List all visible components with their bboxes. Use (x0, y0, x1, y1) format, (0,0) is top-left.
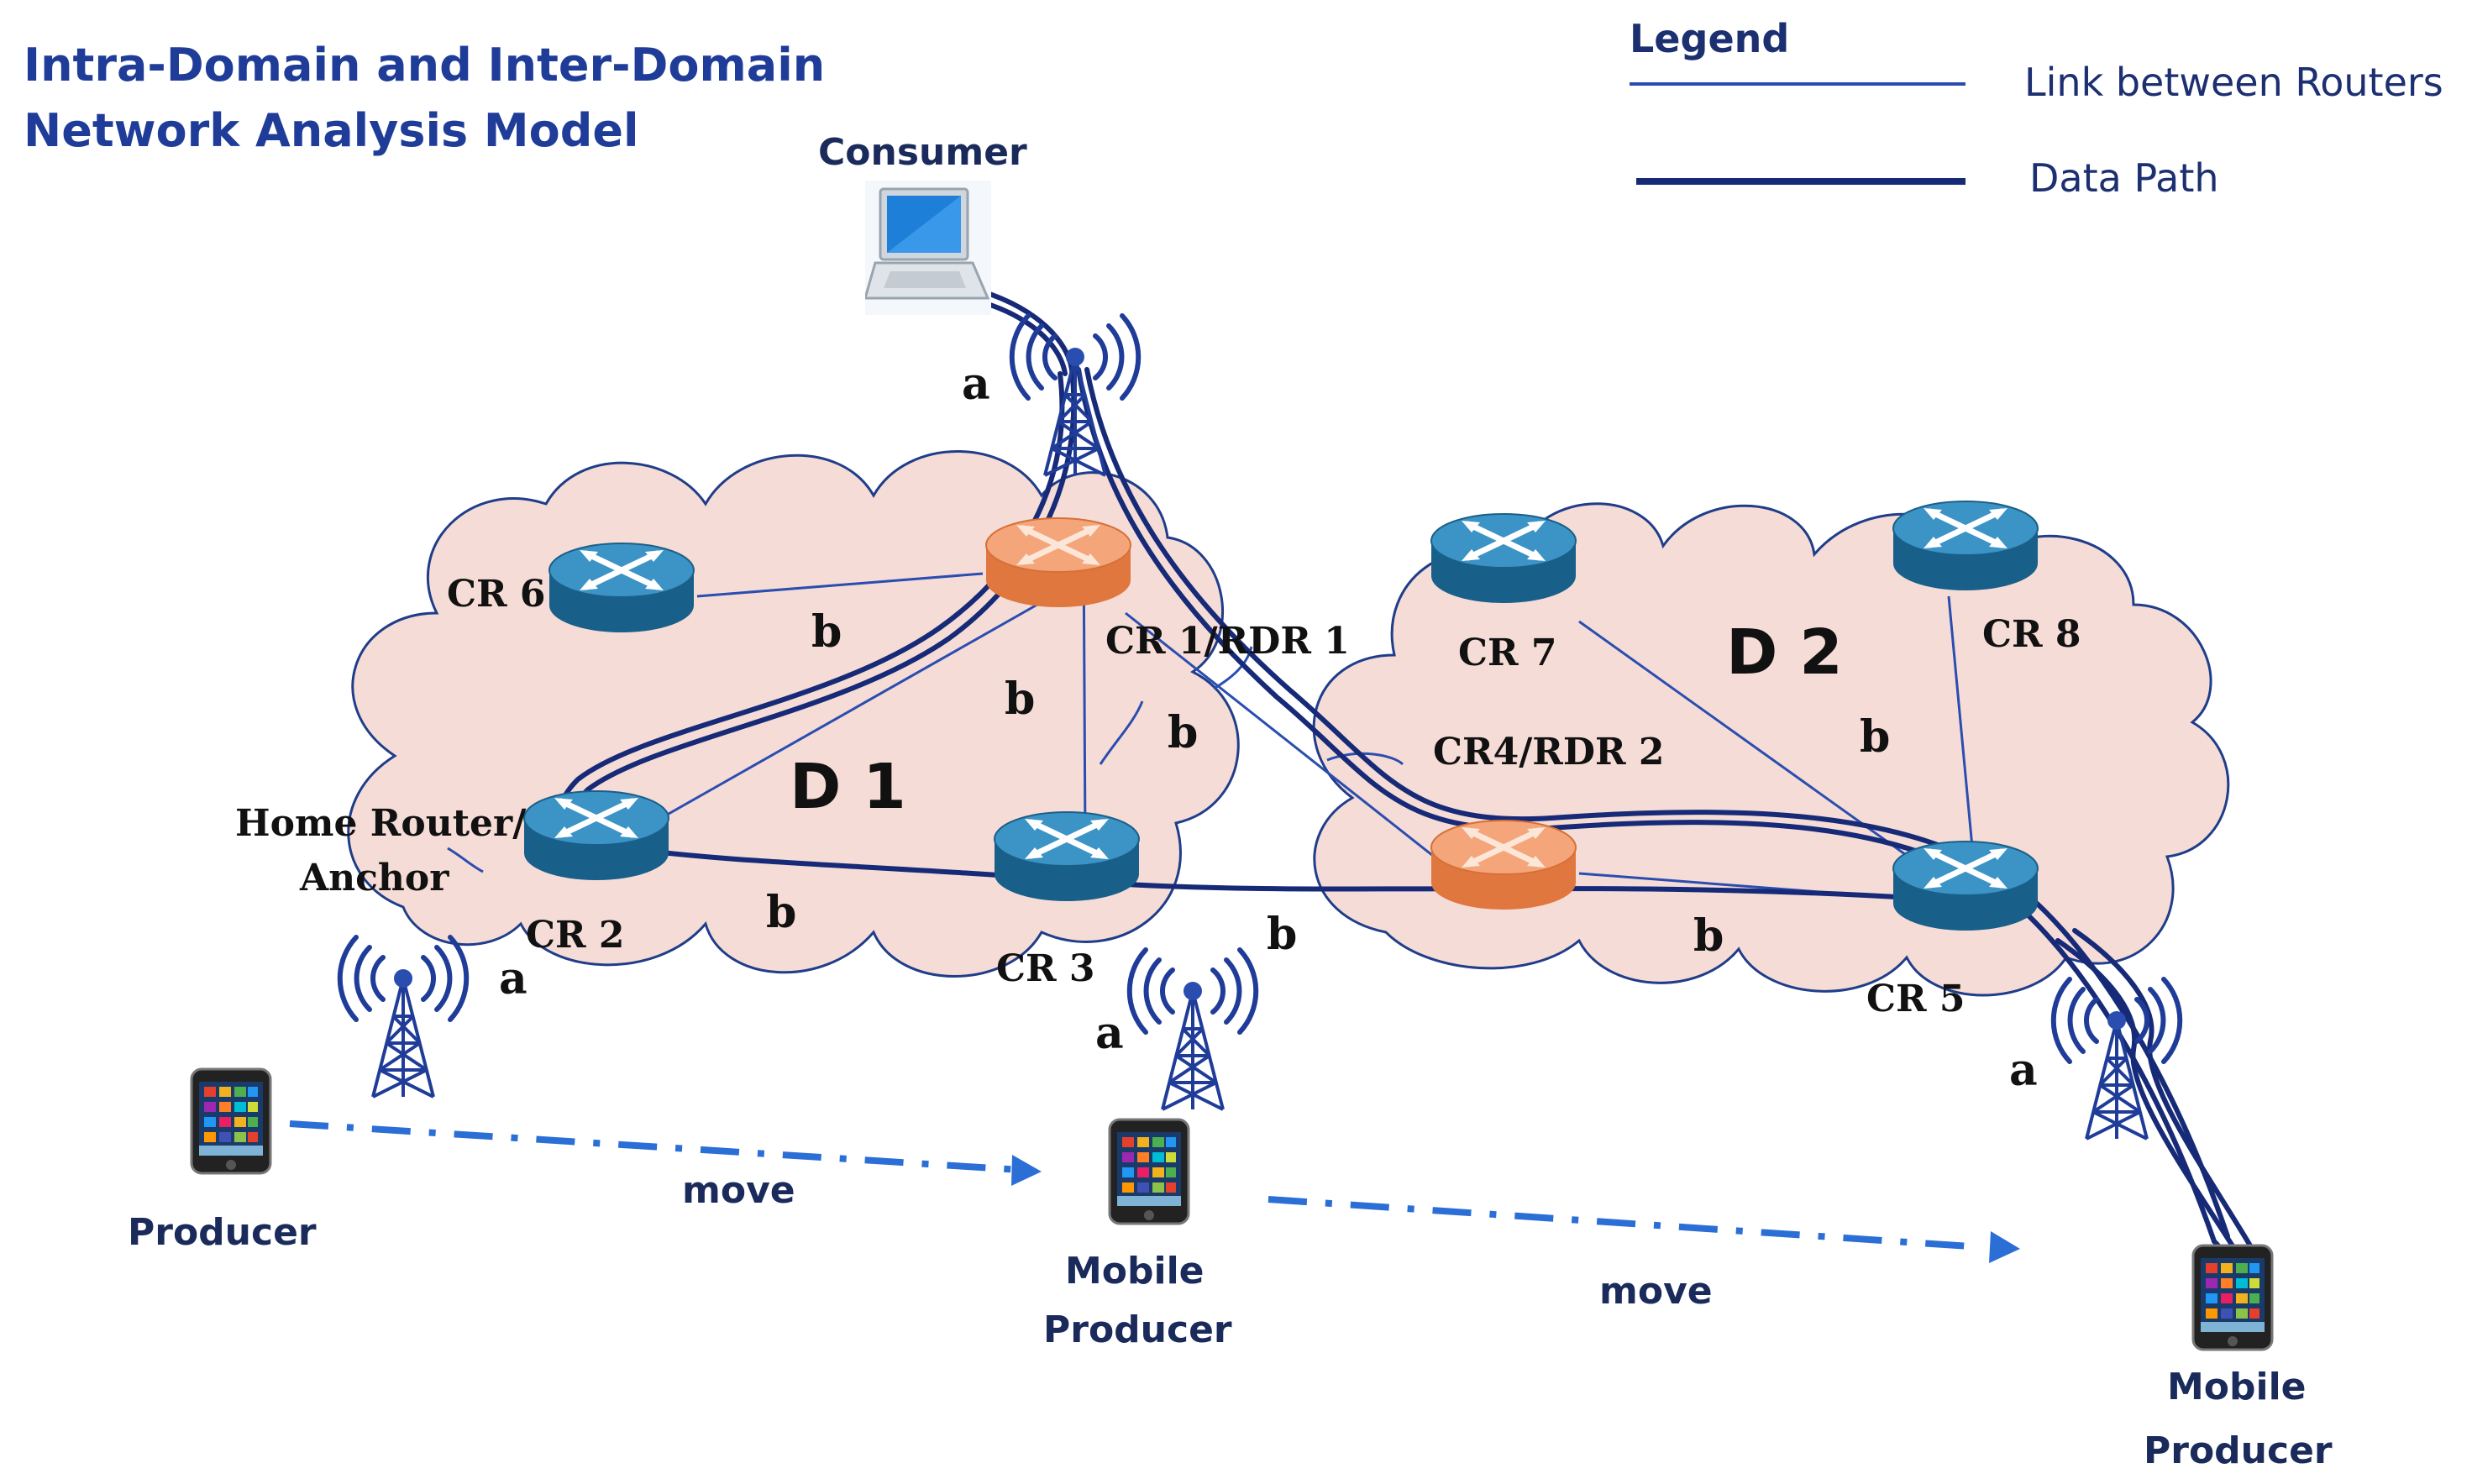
router-cr2-role-line-1: Home Router/ (235, 802, 527, 845)
link-label-a-producer: a (499, 953, 527, 1004)
mobile-producer-phone-icon[interactable] (1108, 1118, 1190, 1225)
router-cr2-icon[interactable] (524, 791, 669, 880)
path-cr5-phone (2072, 928, 2254, 1250)
router-cr8-icon[interactable] (1893, 501, 2038, 590)
router-cr4-label: CR4/RDR 2 (1433, 731, 1665, 773)
link-cr1-cr4 (1125, 611, 1446, 867)
link-label-b-cr1-cr4: b (1168, 707, 1198, 758)
move-label-1: move (682, 1169, 795, 1212)
data-paths (557, 279, 2254, 1284)
router-cr5-icon[interactable] (1893, 842, 2038, 931)
callout-cr2 (447, 847, 484, 873)
diagram-title: Intra-Domain and Inter-Domain Network An… (24, 39, 825, 157)
move-arrow-1-head (1011, 1155, 1042, 1186)
move-arrow-1 (289, 1120, 1021, 1173)
router-cr7-icon[interactable] (1431, 514, 1576, 603)
link-label-b-cr2-cr3: b (766, 887, 796, 938)
link-cr6-cr1 (696, 572, 984, 598)
move-arrows (289, 1120, 1983, 1251)
path-tower-producer-b (1084, 367, 2230, 1239)
tower-mobile-producer-icon (1130, 950, 1256, 1109)
consumer-laptop-icon[interactable] (865, 181, 991, 315)
path-tower-producer-a (1076, 367, 2217, 1244)
link-label-b-cr1-cr3: b (1005, 674, 1035, 725)
link-cr1-cr2 (600, 586, 1068, 854)
domain-d1-label: D 1 (790, 751, 906, 823)
producer-label: Producer (128, 1211, 317, 1254)
mobile-producer-label-line-2: Producer (1043, 1308, 1232, 1351)
link-label-a-mobile-producer: a (1095, 1008, 1124, 1059)
title-line-2: Network Analysis Model (24, 104, 639, 157)
legend-link-label: Link between Routers (2024, 60, 2443, 105)
link-label-b-cr4-cr5: b (1693, 910, 1724, 962)
router-cr1-icon[interactable] (986, 518, 1131, 607)
router-cr5-label: CR 5 (1866, 978, 1966, 1020)
callout-cr3 (1099, 700, 1144, 765)
link-label-a-mobile-producer-2: a (2009, 1045, 2038, 1096)
router-labels: CR 6 CR 1/RDR 1 CR 2 Home Router/ Anchor… (235, 573, 2081, 1020)
legend-path-label: Data Path (2029, 155, 2219, 201)
link-label-b-cr7-cr5: b (1860, 711, 1890, 763)
link-label-b-cr3-cr4: b (1267, 909, 1297, 960)
tower-producer-icon (340, 937, 466, 1097)
link-cr8-cr5 (1947, 595, 1976, 866)
router-cr2-role-line-2: Anchor (299, 857, 449, 899)
mobile-producer-2-phone-icon[interactable] (2191, 1244, 2274, 1351)
callout-cr4 (1326, 752, 1404, 766)
link-label-b-cr6-cr1: b (811, 606, 842, 658)
link-cr7-cr5 (1578, 620, 1933, 875)
path-cr2-cr5 (623, 846, 1926, 901)
router-cr8-label: CR 8 (1982, 613, 2081, 656)
router-cr6-icon[interactable] (549, 543, 694, 632)
consumer-label: Consumer (818, 131, 1027, 174)
router-cr3-label: CR 3 (996, 947, 1095, 990)
mobile-producer-2-label-line-1: Mobile (2167, 1366, 2307, 1408)
domain-d2-label: D 2 (1726, 616, 1843, 689)
mobile-producer-2-label-line-2: Producer (2144, 1429, 2333, 1472)
router-cr7-label: CR 7 (1458, 632, 1557, 674)
move-label-2: move (1599, 1270, 1713, 1313)
link-labels: a a a a b b b b b b b (499, 359, 2038, 1096)
move-arrow-2-head (1989, 1231, 2020, 1263)
router-cr3-icon[interactable] (995, 812, 1139, 901)
tower-consumer-icon (1012, 316, 1138, 475)
path-cr5-phone-b (2055, 938, 2238, 1254)
move-arrow-2 (1267, 1196, 1983, 1251)
router-cr2-label: CR 2 (526, 914, 625, 957)
title-line-1: Intra-Domain and Inter-Domain (24, 39, 825, 92)
legend-heading: Legend (1630, 16, 1789, 61)
producer-phone-icon[interactable] (190, 1067, 272, 1175)
mobile-producer-label-line-1: Mobile (1065, 1250, 1205, 1293)
router-links (447, 537, 1976, 900)
legend: Legend Link between Routers Data Path (1630, 16, 2443, 201)
router-cr6-label: CR 6 (447, 573, 546, 616)
link-label-a-consumer: a (962, 359, 990, 410)
router-cr1-label: CR 1/RDR 1 (1105, 620, 1350, 663)
router-cr4-icon[interactable] (1431, 821, 1576, 910)
